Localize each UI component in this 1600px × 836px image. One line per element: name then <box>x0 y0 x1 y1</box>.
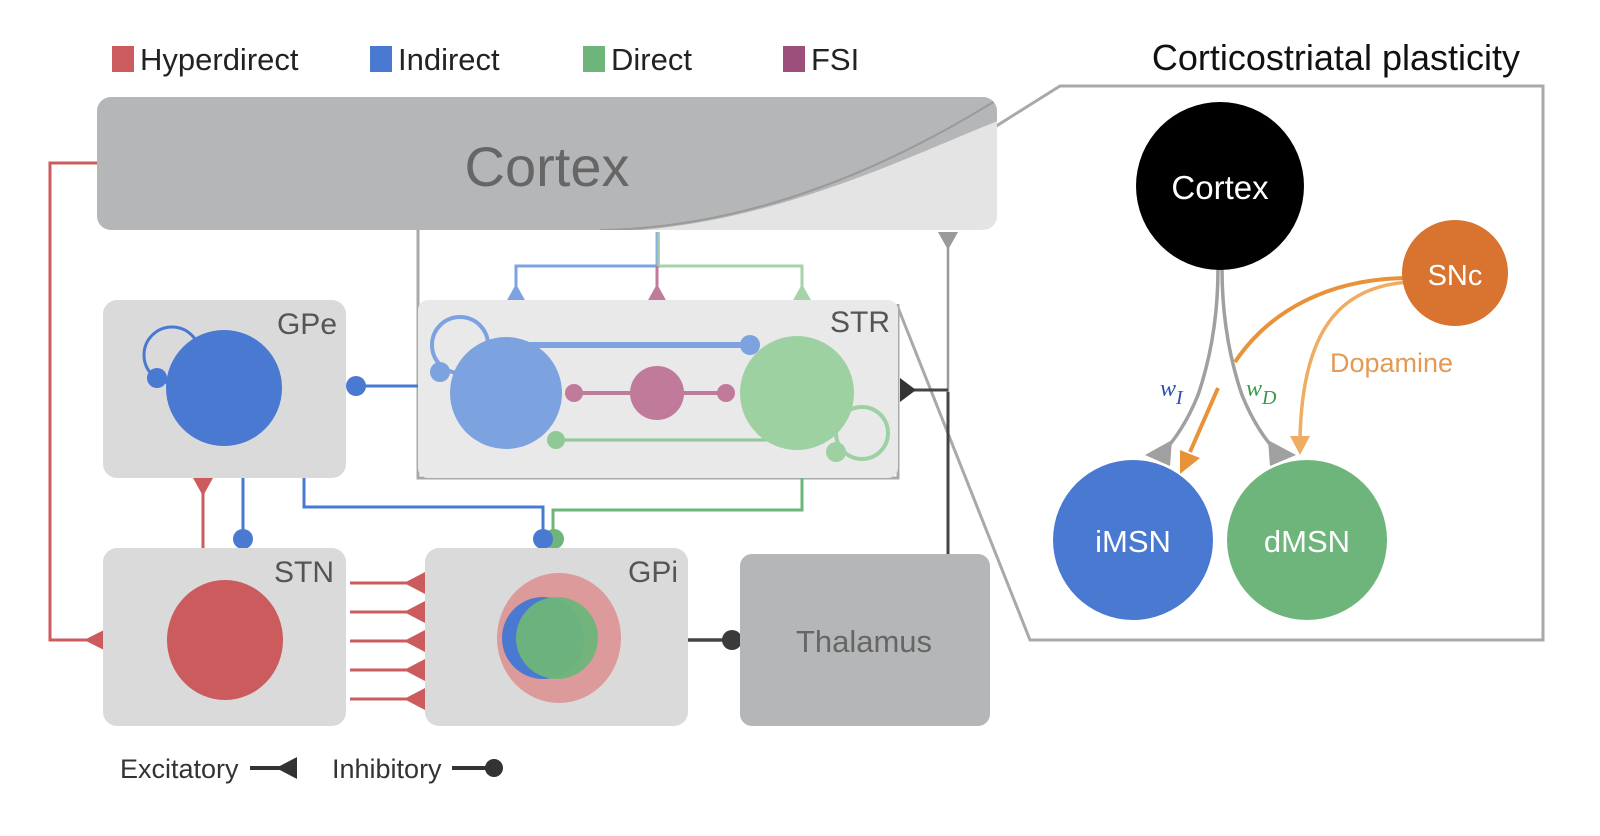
excitatory-synapse-icon <box>404 601 425 623</box>
synapse-legend: Excitatory Inhibitory <box>120 754 503 784</box>
striatal-direct-population <box>740 336 854 450</box>
corticostriatal-inputs <box>506 232 812 302</box>
inhibitory-synapse-icon <box>430 362 450 382</box>
dopamine-label: Dopamine <box>1330 348 1453 378</box>
inhibitory-synapse-icon <box>740 335 760 355</box>
inset-frame <box>895 84 1545 642</box>
gpi-region: GPi <box>425 548 688 726</box>
legend-item-fsi: FSI <box>783 42 859 77</box>
stn-label: STN <box>274 556 334 589</box>
excitatory-synapse-icon <box>84 630 104 650</box>
inhibitory-synapse-icon <box>346 376 366 396</box>
gpe-stn-connections <box>193 478 253 549</box>
legend-label: FSI <box>811 42 859 77</box>
gpe-label: GPe <box>277 308 337 341</box>
pathway-legend: Hyperdirect Indirect Direct FSI <box>112 42 859 77</box>
inhibitory-synapse-icon <box>547 431 565 449</box>
imsn-node <box>1053 460 1213 620</box>
stn-region: STN <box>103 548 346 726</box>
gpe-region: GPe <box>103 300 346 478</box>
fsi-swatch <box>783 46 805 72</box>
inhibitory-synapse-icon <box>147 368 167 388</box>
inhibitory-synapse-icon <box>717 384 735 402</box>
legend-item-hyperdirect: Hyperdirect <box>112 42 299 77</box>
striatal-indirect-population <box>450 337 562 449</box>
excitatory-synapse-icon <box>900 378 916 402</box>
inhibitory-synapse-icon <box>485 759 503 777</box>
thalamocortical-projection <box>900 232 958 556</box>
inhibitory-legend-label: Inhibitory <box>332 754 442 784</box>
thalamus-region: Thalamus <box>740 554 990 726</box>
fsi-population <box>630 366 684 420</box>
inset-cortex-node <box>1136 102 1304 270</box>
gpe-population <box>166 330 282 446</box>
direct-swatch <box>583 46 605 72</box>
gpi-label: GPi <box>628 556 678 589</box>
cortex-label: Cortex <box>465 135 630 198</box>
stn-to-gpi-projection <box>350 572 425 710</box>
legend-item-indirect: Indirect <box>370 42 500 77</box>
to-gpi-projections <box>302 478 804 549</box>
legend-label: Indirect <box>398 42 500 77</box>
gpi-to-thalamus-projection <box>688 630 742 650</box>
cortex-region: Cortex <box>97 97 997 230</box>
hyperdirect-swatch <box>112 46 134 72</box>
excitatory-synapse-icon <box>647 284 667 302</box>
dopamine-to-imsn-path <box>1233 276 1411 364</box>
excitatory-synapse-icon <box>193 478 213 496</box>
excitatory-synapse-icon <box>1145 440 1172 466</box>
legend-item-direct: Direct <box>583 42 692 77</box>
gpi-direct-population <box>516 597 598 679</box>
hyperdirect-pathway <box>48 161 104 650</box>
inhibitory-synapse-icon <box>533 529 553 549</box>
excitatory-synapse-icon <box>404 630 425 652</box>
dmsn-node <box>1227 460 1387 620</box>
indirect-swatch <box>370 46 392 72</box>
striatum-region: STR <box>418 300 898 478</box>
inset-cortex-label: Cortex <box>1171 169 1269 206</box>
dmsn-label: dMSN <box>1264 524 1350 559</box>
snc-node <box>1402 220 1508 326</box>
str-label: STR <box>830 306 890 339</box>
arrow-head-icon <box>1180 450 1200 474</box>
inhibitory-synapse-icon <box>233 529 253 549</box>
plasticity-inset: Corticostriatal plasticity Cortex SNc Do… <box>1053 37 1520 620</box>
excitatory-synapse-icon <box>792 284 812 302</box>
dopamine-to-dmsn-path <box>1298 280 1411 441</box>
inhibitory-synapse-icon <box>722 630 742 650</box>
stn-population <box>167 580 283 700</box>
excitatory-synapse-icon <box>1268 440 1296 466</box>
inset-border <box>895 84 1545 642</box>
inhibitory-synapse-icon <box>565 384 583 402</box>
weight-indirect-label: wI <box>1160 376 1184 409</box>
snc-label: SNc <box>1428 260 1483 292</box>
excitatory-synapse-icon <box>404 659 425 681</box>
excitatory-synapse-icon <box>404 572 425 594</box>
arrow-head-icon <box>1290 436 1310 455</box>
imsn-label: iMSN <box>1095 524 1171 559</box>
inset-title: Corticostriatal plasticity <box>1152 37 1520 78</box>
legend-label: Direct <box>611 42 692 77</box>
weight-direct-label: wD <box>1246 376 1277 409</box>
excitatory-synapse-icon <box>506 284 526 302</box>
excitatory-synapse-icon <box>938 232 958 250</box>
inhibitory-synapse-icon <box>826 442 846 462</box>
excitatory-legend-label: Excitatory <box>120 754 239 784</box>
excitatory-synapse-icon <box>404 688 425 710</box>
thalamus-label: Thalamus <box>796 624 932 659</box>
str-to-gpe-projection <box>346 376 418 396</box>
excitatory-synapse-icon <box>276 757 297 779</box>
legend-label: Hyperdirect <box>140 42 299 77</box>
